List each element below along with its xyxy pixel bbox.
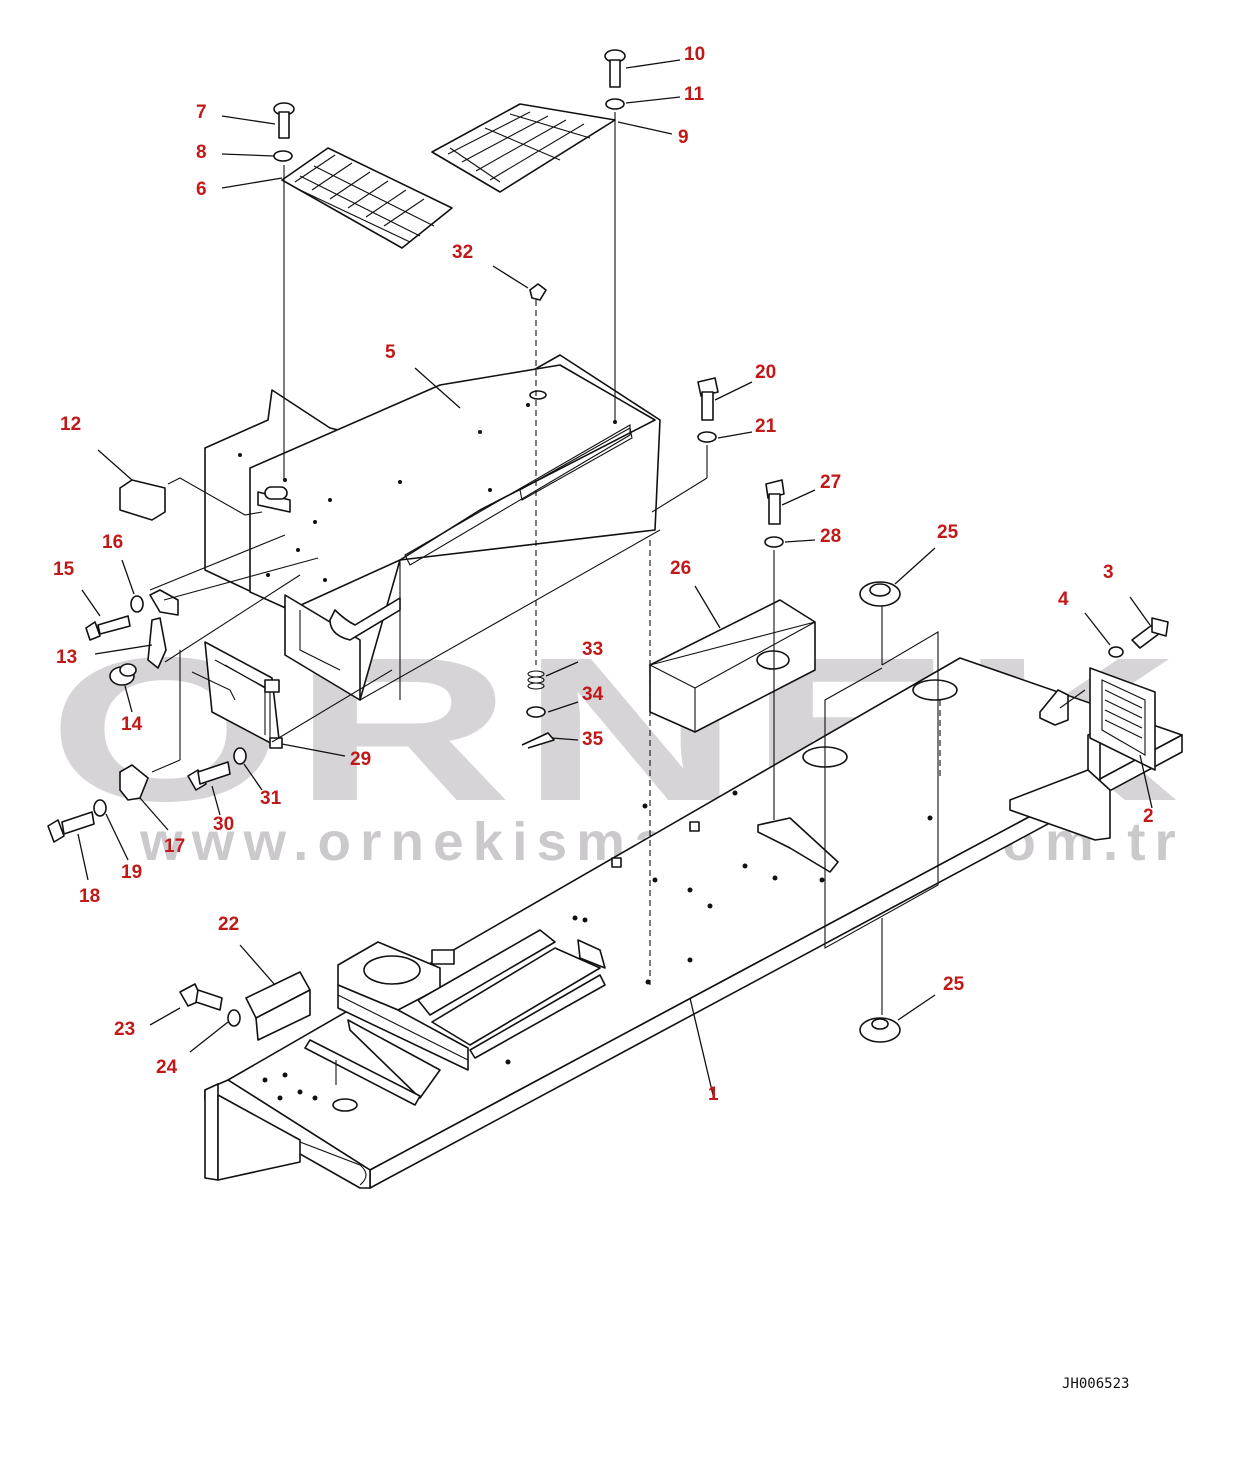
part-29-tube-bracket (191, 641, 283, 749)
part-13-latch (147, 589, 179, 669)
callout-25-top: 25 (937, 522, 959, 543)
callout-29: 29 (350, 749, 371, 770)
part-20-bolt (697, 377, 719, 421)
callout-4: 4 (1058, 589, 1069, 610)
callout-18: 18 (79, 886, 100, 907)
part-24-washer (227, 1009, 241, 1027)
callout-17: 17 (164, 836, 185, 857)
part-15-bolt (85, 615, 131, 641)
part-8-washer (273, 150, 293, 162)
part-23-bolt (179, 983, 223, 1011)
part-25-mount-bottom (859, 1017, 901, 1043)
callout-12: 12 (60, 414, 81, 435)
part-32-pin (529, 283, 547, 301)
callout-7: 7 (196, 102, 207, 123)
part-14-knob (109, 663, 137, 686)
part-11-washer (605, 98, 625, 110)
part-27-bolt (765, 479, 785, 525)
callout-30: 30 (213, 814, 234, 835)
callout-9: 9 (678, 127, 689, 148)
part-35-cotter-pin (521, 732, 555, 749)
callout-10: 10 (684, 44, 705, 65)
part-3-bolt (1131, 617, 1169, 649)
callout-23: 23 (114, 1019, 135, 1040)
callout-22: 22 (218, 914, 239, 935)
part-33-spring (527, 670, 545, 690)
callout-3: 3 (1103, 562, 1114, 583)
callout-19: 19 (121, 862, 142, 883)
callout-28: 28 (820, 526, 841, 547)
part-21-washer (697, 431, 717, 443)
callout-11: 11 (684, 84, 705, 105)
part-18-bolt (47, 811, 95, 843)
leader-lines (77, 59, 1153, 1096)
part-34-washer (526, 706, 546, 718)
drawing-code: JH006523 (1062, 1376, 1129, 1392)
callout-33: 33 (582, 639, 603, 660)
callout-5: 5 (385, 342, 396, 363)
part-28-washer (764, 536, 784, 548)
callout-2: 2 (1143, 806, 1154, 827)
callout-25-bottom: 25 (943, 974, 965, 995)
callout-27: 27 (820, 472, 841, 493)
part-4-washer (1108, 646, 1124, 658)
callout-6: 6 (196, 179, 207, 200)
callout-16: 16 (102, 532, 123, 553)
part-22-bracket (245, 971, 311, 1041)
callout-13: 13 (56, 647, 77, 668)
callout-14: 14 (121, 714, 143, 735)
callout-15: 15 (53, 559, 75, 580)
callout-26: 26 (670, 558, 691, 579)
part-9-step-plate (431, 103, 616, 193)
callout-24: 24 (156, 1057, 178, 1078)
assembly-lines (149, 112, 1086, 1015)
part-16-washer (130, 595, 144, 613)
part-12-grommet (119, 479, 166, 521)
callout-34: 34 (582, 684, 604, 705)
callout-35: 35 (582, 729, 604, 750)
part-19-washer (93, 799, 107, 817)
callout-31: 31 (260, 788, 282, 809)
callout-1: 1 (708, 1084, 719, 1105)
callouts: 1 2 3 4 5 6 7 8 9 10 11 12 13 14 15 16 1… (53, 44, 1154, 1105)
part-30-bolt (187, 761, 231, 791)
callout-8: 8 (196, 142, 207, 163)
callout-21: 21 (755, 416, 777, 437)
part-6-step-plate (281, 147, 453, 249)
part-7-screw (273, 102, 295, 139)
part-31-washer (233, 747, 247, 765)
part-1-main-frame (204, 657, 1183, 1189)
part-10-screw (604, 49, 626, 88)
part-5-cover (204, 354, 661, 701)
callout-32: 32 (452, 242, 473, 263)
callout-20: 20 (755, 362, 776, 383)
part-2-grille (1039, 667, 1156, 771)
part-25-mount-top (859, 581, 901, 607)
